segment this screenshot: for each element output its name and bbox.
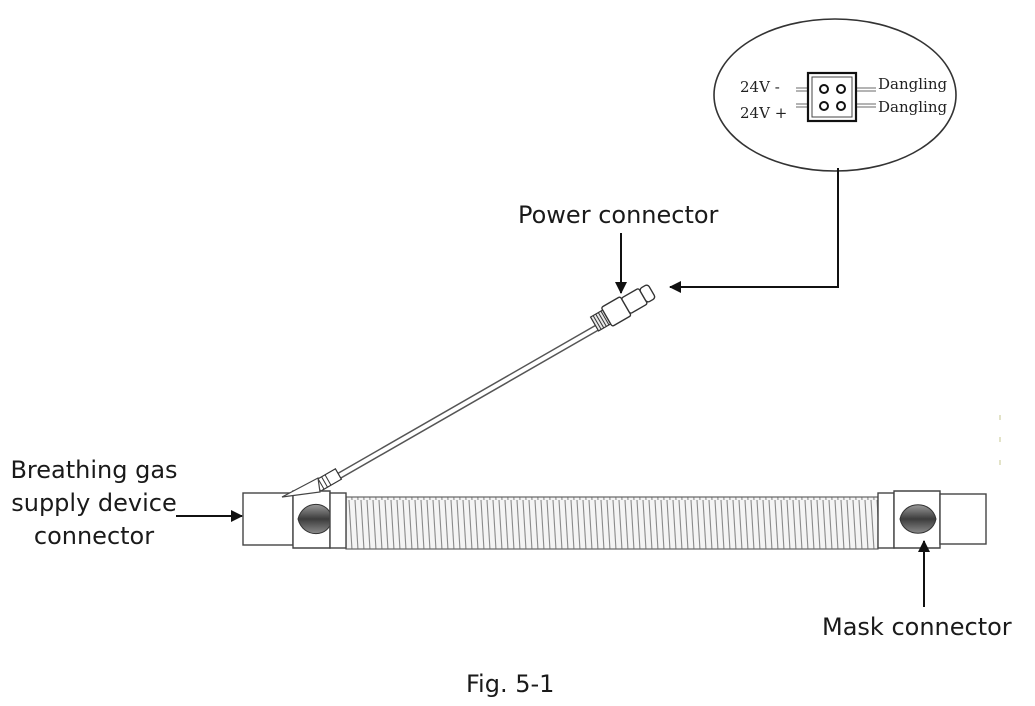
corrugated-tube [345,496,879,550]
pin-label-dangling-top: Dangling [878,75,948,93]
inset-leader-arrow [669,168,839,293]
power-cable [314,322,604,492]
pin-header-icon [796,71,876,123]
breathing-gas-label-line-3: connector [33,522,155,550]
pin-label-24v-plus: 24V + [740,104,788,122]
pin-label-24v-minus: 24V - [740,78,780,96]
breathing-gas-label-line-2: supply device [11,489,177,517]
breathing-gas-label: Breathing gas supply device connector [6,454,182,553]
pin-label-dangling-bottom: Dangling [878,98,948,116]
figure-caption: Fig. 5-1 [466,670,555,698]
mask-connector [877,490,987,549]
breathing-gas-supply-connector [242,477,347,549]
cable-strain-relief [313,467,343,493]
mask-connector-label: Mask connector [822,613,1012,641]
connector-detail-inset [713,18,957,172]
breathing-gas-label-line-1: Breathing gas [10,456,178,484]
power-connector-plug [589,284,656,332]
edge-specks [999,415,1001,465]
power-connector-label: Power connector [518,201,719,229]
